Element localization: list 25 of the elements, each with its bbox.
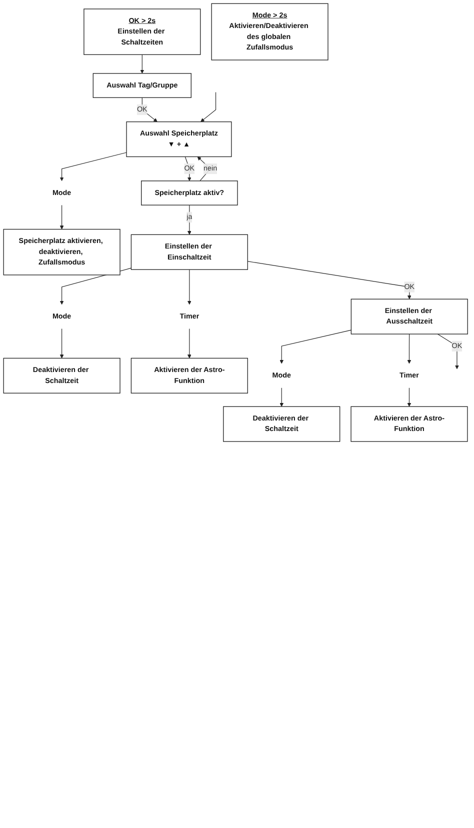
node-box — [130, 234, 248, 270]
arrow — [280, 387, 284, 407]
arrow — [437, 334, 459, 370]
arrow — [187, 328, 192, 358]
node-box — [92, 73, 192, 98]
arrow — [187, 269, 192, 305]
node-box — [350, 406, 468, 442]
node-box — [350, 298, 468, 334]
node-box — [3, 228, 120, 276]
node-box — [126, 121, 232, 158]
arrow — [407, 334, 412, 364]
arrow — [280, 330, 352, 364]
node-box — [84, 8, 201, 55]
arrow — [140, 54, 144, 74]
arrow — [60, 204, 64, 230]
node-box — [223, 406, 340, 442]
arrow — [200, 92, 216, 122]
arrow — [247, 261, 412, 300]
arrow — [60, 152, 127, 182]
node-box — [130, 358, 248, 394]
arrow — [407, 387, 412, 407]
node-box — [3, 358, 120, 394]
arrow — [60, 328, 64, 358]
node-box — [141, 180, 238, 206]
node-box — [211, 3, 328, 60]
